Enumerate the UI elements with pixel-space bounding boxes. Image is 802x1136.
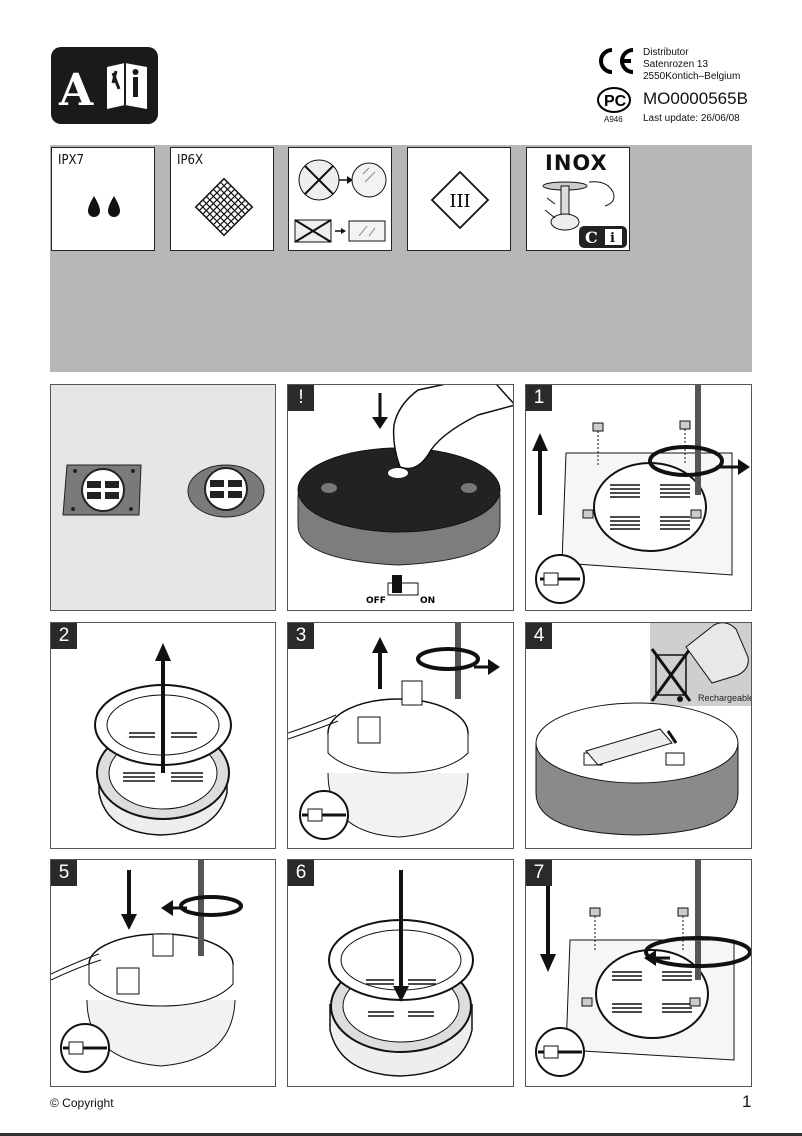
glass-replacement-icon [294,159,387,243]
distributor-line-1: Distributor [643,47,689,58]
step-warning-panel: OFF ON ! [287,384,514,611]
ce-mark-icon [599,48,634,74]
ip6x-box: IP6X [170,147,274,251]
glass-box [288,147,392,251]
battery-replacement-illustration: Rechargeable [535,623,752,836]
model-code: MO0000565B [643,89,748,108]
step-4-badge: 4 [526,623,552,649]
manual-book-icon [107,63,147,109]
manual-logo: A [51,47,158,124]
page-number: 1 [742,1092,752,1111]
switch-off-label: OFF [366,596,386,606]
step-6-panel: 6 [287,859,514,1087]
logo-letter: A [59,65,94,116]
step-3-panel: 3 [287,622,514,849]
ipx7-box: IPX7 [51,147,155,251]
gost-mark-icon: PC [597,87,631,113]
ip6x-label: IP6X [177,153,203,168]
step-1-badge: 1 [526,385,552,411]
switch-on-label: ON [420,596,435,606]
distributor-line-2: Satenrozen 13 [643,59,709,70]
step-3-badge: 3 [288,623,314,649]
fixture-variants-panel [50,384,276,611]
copyright: © Copyright [50,1096,114,1110]
step-7-badge: 7 [526,860,552,886]
fixture-variants-illustration [62,464,265,518]
protection-class-III-icon: III [430,170,490,230]
bottom-rule [0,1133,802,1136]
warning-badge: ! [288,385,314,411]
remove-screws-illustration [532,385,750,604]
step-5-panel: 5 [50,859,276,1087]
svg-text:PC: PC [604,93,627,110]
step-7-panel: 7 [525,859,752,1087]
step-4-panel: Rechargeable 4 [525,622,752,849]
inox-box: INOX C i [526,147,630,251]
insert-ring-illustration [328,870,474,1077]
screw-module-illustration [51,860,243,1073]
step-1-panel: 1 [525,384,752,611]
distributor-line-3: 2550Kontich–Belgium [643,71,741,82]
cert-code: A946 [604,115,623,124]
ipx7-label: IPX7 [58,153,84,168]
dust-grid-icon [194,177,254,237]
switch-off-illustration: OFF ON [297,385,513,606]
lift-ring-illustration [94,643,232,836]
last-update: Last update: 26/06/08 [643,113,740,124]
svg-text:C: C [585,228,598,247]
step-6-badge: 6 [288,860,314,886]
class3-box: III [407,147,511,251]
specs-band [50,145,752,372]
step-5-badge: 5 [51,860,77,886]
class-iii-label: III [449,191,470,212]
fasten-screws-illustration [535,860,751,1077]
unscrew-module-illustration [288,623,500,840]
step-2-badge: 2 [51,623,77,649]
water-drops-icon [88,196,120,217]
stainless-steel-icon: C i [542,181,627,248]
inox-label: INOX [545,151,608,175]
battery-label: Rechargeable [698,693,752,703]
step-2-panel: 2 [50,622,276,849]
svg-text:i: i [610,231,615,246]
